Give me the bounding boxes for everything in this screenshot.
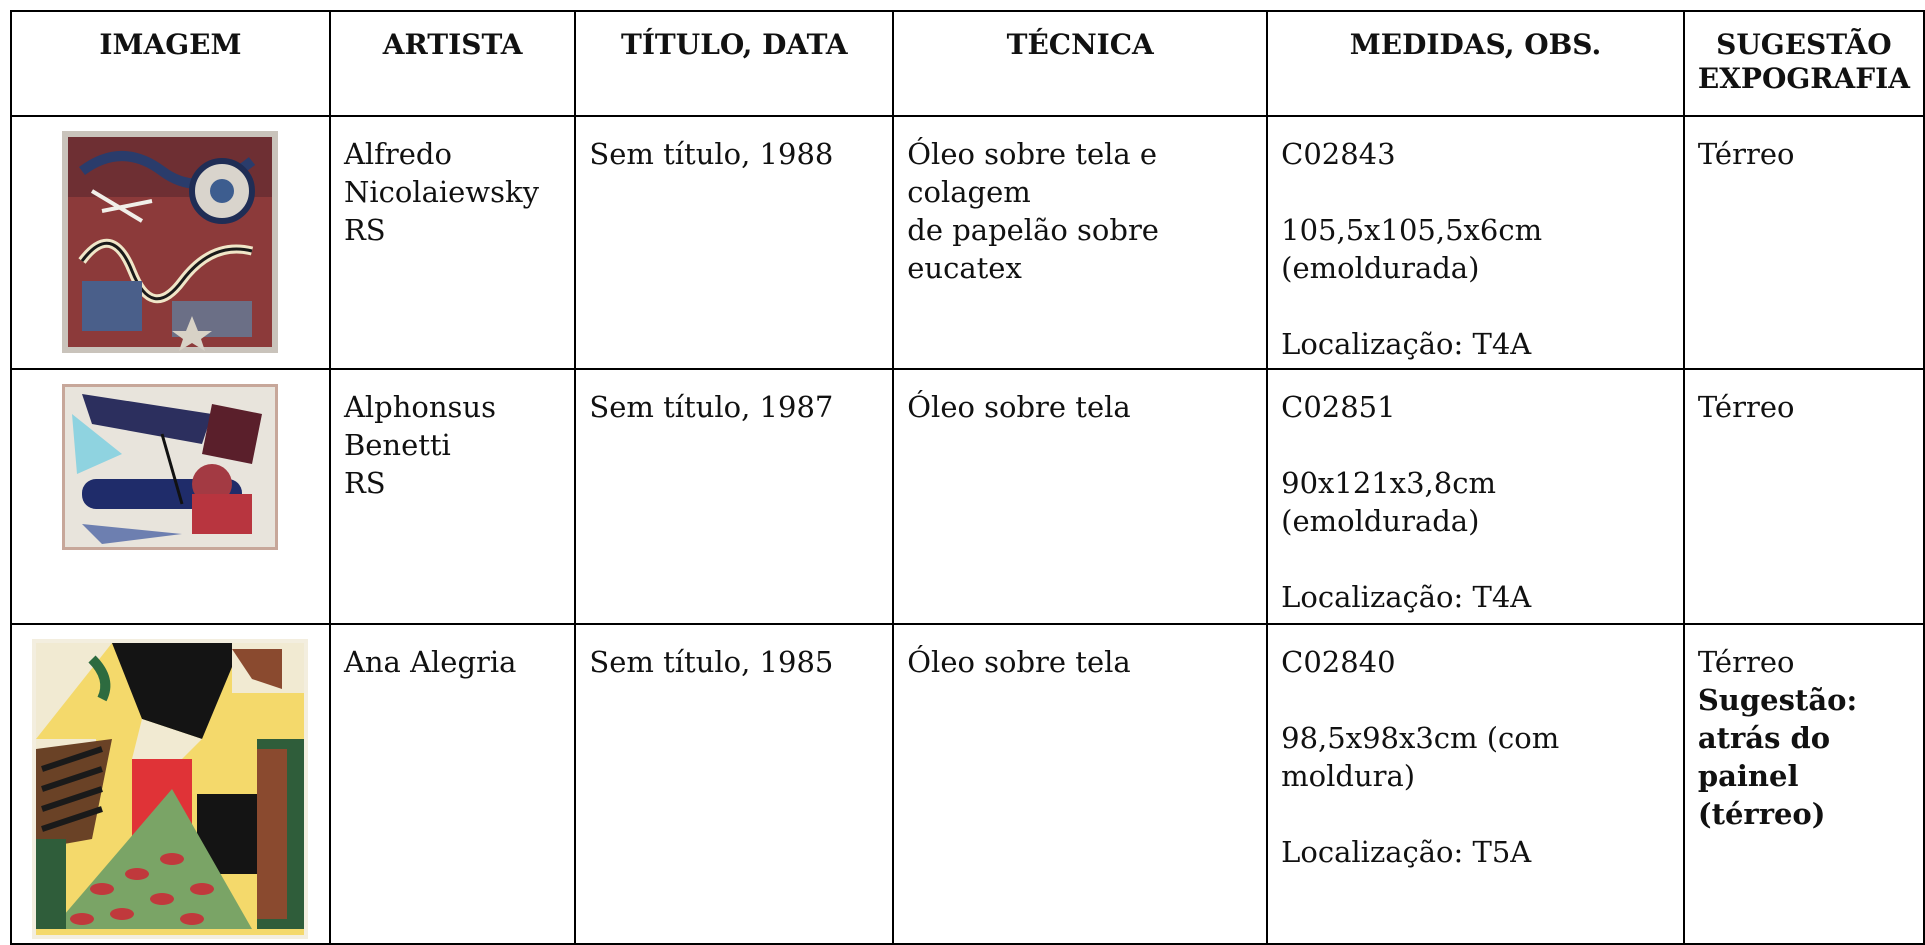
technique-cell: Óleo sobre tela e colagem de papelão sob… (892, 115, 1269, 370)
location-text: Localização: T4A (1281, 580, 1532, 614)
suggestion-line: atrás do (1697, 721, 1831, 755)
artist-line: Alfredo (343, 137, 452, 171)
header-technique: TÉCNICA (892, 10, 1269, 117)
artist-line: Nicolaiewsky (343, 175, 539, 209)
table-row: Alfredo Nicolaiewsky RS Sem título, 1988… (10, 115, 1925, 370)
placement-text: Térreo (1697, 137, 1795, 171)
catalog-code: C02840 (1281, 645, 1396, 679)
header-suggestion: SUGESTÃO EXPOGRAFIA (1682, 10, 1925, 117)
technique-line: Óleo sobre tela (907, 645, 1131, 679)
artwork-thumbnail (32, 639, 309, 939)
technique-cell: Óleo sobre tela (892, 623, 1269, 945)
location-text: Localização: T5A (1281, 835, 1532, 869)
measure-line: (emoldurada) (1281, 251, 1480, 285)
placement-text: Térreo (1697, 390, 1795, 424)
placement-cell: Térreo (1682, 115, 1925, 370)
technique-line: Óleo sobre tela (907, 390, 1131, 424)
suggestion-line: Sugestão: (1697, 683, 1858, 717)
measure-line: (emoldurada) (1281, 504, 1480, 538)
artist-cell: Alfredo Nicolaiewsky RS (328, 115, 577, 370)
title-date-cell: Sem título, 1988 (574, 115, 895, 370)
measure-line: moldura) (1281, 759, 1416, 793)
catalog-code: C02851 (1281, 390, 1396, 424)
table-header-row: IMAGEM ARTISTA TÍTULO, DATA TÉCNICA MEDI… (10, 10, 1925, 117)
measures-cell: C02851 90x121x3,8cm (emoldurada) Localiz… (1266, 368, 1685, 625)
header-artist: ARTISTA (328, 10, 577, 117)
location-text: Localização: T4A (1281, 327, 1532, 361)
suggestion-line: painel (1697, 759, 1799, 793)
artist-line: Ana Alegria (343, 645, 517, 679)
technique-line: Óleo sobre tela e colagem (907, 137, 1158, 209)
header-title-date: TÍTULO, DATA (574, 10, 895, 117)
artwork-table: IMAGEM ARTISTA TÍTULO, DATA TÉCNICA MEDI… (10, 10, 1925, 945)
header-measures: MEDIDAS, OBS. (1266, 10, 1685, 117)
title-date-cell: Sem título, 1987 (574, 368, 895, 625)
title-date-cell: Sem título, 1985 (574, 623, 895, 945)
artist-cell: Ana Alegria (328, 623, 577, 945)
placement-cell: Térreo (1682, 368, 1925, 625)
header-image: IMAGEM (10, 10, 331, 117)
table-row: Ana Alegria Sem título, 1985 Óleo sobre … (10, 623, 1925, 945)
measure-line: 105,5x105,5x6cm (1281, 213, 1543, 247)
catalog-code: C02843 (1281, 137, 1396, 171)
artist-line: Alphonsus (343, 390, 496, 424)
suggestion-line: (térreo) (1697, 797, 1826, 831)
measures-cell: C02843 105,5x105,5x6cm (emoldurada) Loca… (1266, 115, 1685, 370)
measure-line: 98,5x98x3cm (com (1281, 721, 1560, 755)
table-row: Alphonsus Benetti RS Sem título, 1987 Ól… (10, 368, 1925, 625)
artwork-image-cell (10, 115, 331, 370)
placement-cell: Térreo Sugestão: atrás do painel (térreo… (1682, 623, 1925, 945)
technique-cell: Óleo sobre tela (892, 368, 1269, 625)
technique-line: de papelão sobre eucatex (907, 213, 1159, 285)
artist-line: RS (343, 213, 386, 247)
header-suggestion-line1: SUGESTÃO (1716, 28, 1892, 61)
artwork-image-cell (10, 368, 331, 625)
artist-line: RS (343, 466, 386, 500)
artwork-image-cell (10, 623, 331, 945)
artwork-thumbnail (62, 131, 279, 353)
artist-line: Benetti (343, 428, 451, 462)
artwork-thumbnail (62, 384, 279, 550)
measures-cell: C02840 98,5x98x3cm (com moldura) Localiz… (1266, 623, 1685, 945)
header-suggestion-line2: EXPOGRAFIA (1697, 62, 1910, 95)
measure-line: 90x121x3,8cm (1281, 466, 1496, 500)
placement-text: Térreo (1697, 645, 1795, 679)
artist-cell: Alphonsus Benetti RS (328, 368, 577, 625)
